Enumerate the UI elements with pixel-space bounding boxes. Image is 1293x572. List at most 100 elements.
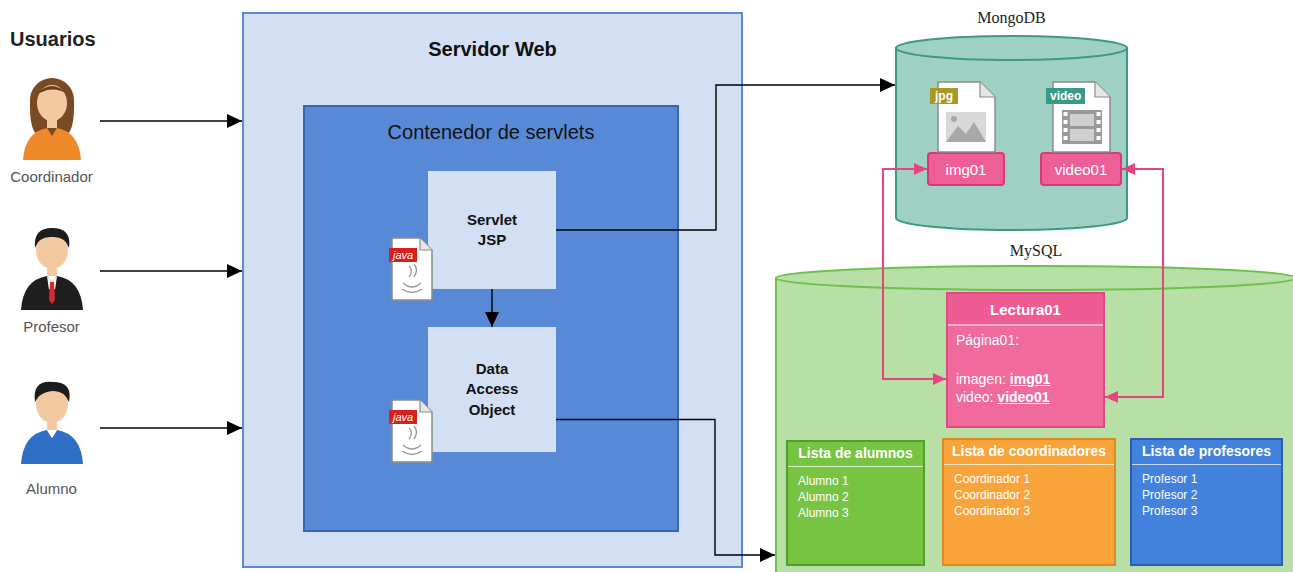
actor-caption: Coordinador [10, 168, 93, 185]
file-type-tag: video [1046, 88, 1085, 104]
film-strip [1062, 110, 1102, 144]
column-heading: Usuarios [10, 28, 96, 51]
container-panel: Contenedor de servletsServlet JSP Data Ac… [303, 105, 679, 532]
reference-link [883, 169, 946, 379]
file-corner [420, 238, 432, 250]
media-reference: video01 [1040, 152, 1122, 186]
cylinder-top [776, 266, 1293, 290]
panel-title: Contenedor de servlets [305, 121, 677, 144]
user-actor: Alumno [3, 370, 100, 504]
record-field: imagen: [956, 371, 1006, 387]
person-icon-part [34, 382, 69, 402]
list-header: Lista de alumnos [788, 442, 923, 467]
reading-record: Lectura01Página01:imagen:img01video:vide… [946, 292, 1105, 428]
person-icon [17, 220, 87, 310]
java-steam [409, 264, 417, 277]
list-item: Coordinador 1 [954, 471, 1104, 487]
record-field: Página01: [956, 332, 1095, 348]
file-type-tag: java [389, 410, 417, 424]
list-header: Lista de profesores [1132, 440, 1281, 465]
record-field: video: [956, 389, 993, 405]
file-corner [980, 82, 995, 97]
database-cylinder: MongoDB img01 video01 [895, 6, 1128, 232]
user-actor: Profesor [3, 216, 100, 340]
record-link: img01 [1010, 371, 1050, 387]
person-icon [17, 70, 87, 160]
film-frame [1070, 114, 1094, 126]
person-icon-part [21, 430, 83, 464]
flow-arrow [100, 270, 242, 271]
file-type-tag: jpg [930, 88, 958, 104]
film-hole [1064, 112, 1068, 116]
java-cup [402, 283, 422, 293]
list-items: Profesor 1Profesor 2Profesor 3 [1132, 465, 1281, 525]
flow-arrow [100, 120, 242, 121]
record-link: video01 [997, 389, 1049, 405]
image-mountain [946, 122, 986, 142]
person-icon [17, 374, 87, 464]
file-type-tag: java [389, 248, 417, 262]
record-row: video:video01 [956, 388, 1095, 406]
list-item: Profesor 2 [1142, 487, 1271, 503]
actor-caption: Profesor [23, 318, 80, 335]
person-icon-part [47, 430, 57, 438]
list-item: Alumno 1 [798, 473, 913, 489]
cylinder-outline [895, 6, 1128, 232]
film-hole [1097, 112, 1101, 116]
list-item: Profesor 3 [1142, 503, 1271, 519]
list-items: Coordinador 1Coordinador 2Coordinador 3 [944, 465, 1114, 525]
image-sun [951, 116, 957, 122]
list-item: Coordinador 2 [954, 487, 1104, 503]
person-icon-part [34, 228, 69, 248]
list-item: Coordinador 3 [954, 503, 1104, 519]
person-icon-part [47, 420, 57, 430]
person-icon-part [49, 282, 55, 304]
film-frame [1070, 129, 1094, 141]
database-name: MySQL [775, 242, 1293, 262]
component-label: Servlet JSP [452, 210, 532, 251]
person-icon-part [21, 276, 83, 310]
image-frame [946, 112, 986, 142]
list-table: Lista de alumnosAlumno 1Alumno 2Alumno 3 [786, 440, 925, 566]
cylinder-body [776, 278, 1293, 572]
file-corner [420, 400, 432, 412]
panel-title: Servidor Web [244, 38, 741, 61]
media-id: img01 [946, 161, 987, 178]
flow-arrow [556, 420, 775, 556]
film-hole [1097, 120, 1101, 124]
media-id: video01 [1055, 161, 1108, 178]
film-hole [1064, 136, 1068, 140]
actor-caption: Alumno [26, 480, 77, 497]
flow-arrow [556, 85, 895, 230]
java-steam [409, 426, 417, 439]
film-hole [1064, 120, 1068, 124]
user-actor: Coordinador [3, 66, 100, 190]
record-row: imagen:img01 [956, 370, 1095, 388]
cylinder-top [896, 36, 1127, 60]
person-icon-part [23, 128, 81, 160]
person-icon-part [37, 86, 67, 94]
person-icon-part [37, 85, 67, 121]
file-corner [1095, 82, 1110, 97]
flow-arrow [491, 289, 492, 327]
list-table: Lista de profesoresProfesor 1Profesor 2P… [1130, 438, 1283, 566]
list-items: Alumno 1Alumno 2Alumno 3 [788, 467, 923, 527]
database-name: MongoDB [895, 6, 1128, 32]
media-reference: img01 [927, 152, 1005, 186]
film-hole [1064, 128, 1068, 132]
list-header: Lista de coordinadores [944, 440, 1114, 465]
film-hole [1097, 136, 1101, 140]
cylinder-body [896, 48, 1127, 230]
record-header: Lectura01 [948, 294, 1103, 326]
record-title: Lectura01 [990, 301, 1061, 318]
component-box: Data Access Object [428, 327, 556, 452]
person-icon-part [47, 266, 57, 276]
film-hole [1097, 128, 1101, 132]
component-box: Servlet JSP [428, 171, 556, 289]
reference-link [1105, 169, 1163, 397]
person-icon-part [47, 118, 57, 128]
list-item: Alumno 2 [798, 489, 913, 505]
container-panel: Servidor WebContenedor de servletsServle… [242, 12, 743, 568]
